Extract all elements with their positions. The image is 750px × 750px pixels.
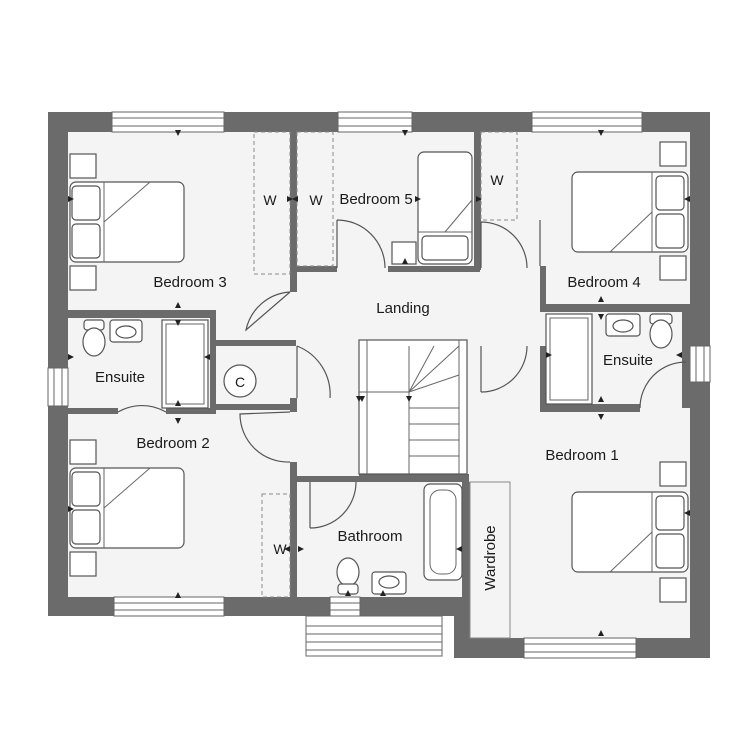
window-bedroom-1 <box>523 637 637 659</box>
ensuite-left-fixtures <box>82 319 209 409</box>
label-bedroom-3: Bedroom 3 <box>153 274 226 291</box>
porch-steps <box>305 615 443 657</box>
bed-bedroom-3 <box>69 153 185 291</box>
wardrobe-recess <box>469 481 511 639</box>
bed-bedroom-4 <box>571 141 689 281</box>
dimension-arrows <box>68 130 690 636</box>
label-w-bedroom-4: W <box>490 172 504 188</box>
label-w-bedroom-2: W <box>273 541 287 557</box>
bed-bedroom-1 <box>571 461 689 603</box>
bed-bedroom-2 <box>69 439 185 577</box>
ensuite-right-fixtures <box>545 313 673 405</box>
window-ensuite-right <box>689 345 711 383</box>
label-w-bedroom-5: W <box>309 192 323 208</box>
label-bathroom: Bathroom <box>337 528 402 545</box>
bathroom-fixtures <box>336 483 463 595</box>
label-bedroom-5: Bedroom 5 <box>339 191 412 208</box>
bed-bedroom-5 <box>391 151 473 265</box>
label-landing: Landing <box>376 300 429 317</box>
label-bedroom-4: Bedroom 4 <box>567 274 640 291</box>
window-bedroom-3 <box>111 111 225 133</box>
label-bedroom-2: Bedroom 2 <box>136 435 209 452</box>
window-bathroom <box>329 596 361 617</box>
window-bedroom-5 <box>337 111 413 133</box>
label-bedroom-1: Bedroom 1 <box>545 447 618 464</box>
label-ensuite-left: Ensuite <box>95 369 145 386</box>
window-bedroom-4 <box>531 111 643 133</box>
label-w-bedroom-3: W <box>263 192 277 208</box>
cupboard <box>223 364 257 398</box>
label-ensuite-right: Ensuite <box>603 352 653 369</box>
doors <box>117 219 687 529</box>
windows <box>47 111 711 659</box>
label-wardrobe: Wardrobe <box>482 525 499 590</box>
staircase <box>356 339 468 475</box>
label-cupboard: C <box>235 374 245 390</box>
window-bedroom-2 <box>113 596 225 617</box>
window-ensuite-left <box>47 367 69 407</box>
